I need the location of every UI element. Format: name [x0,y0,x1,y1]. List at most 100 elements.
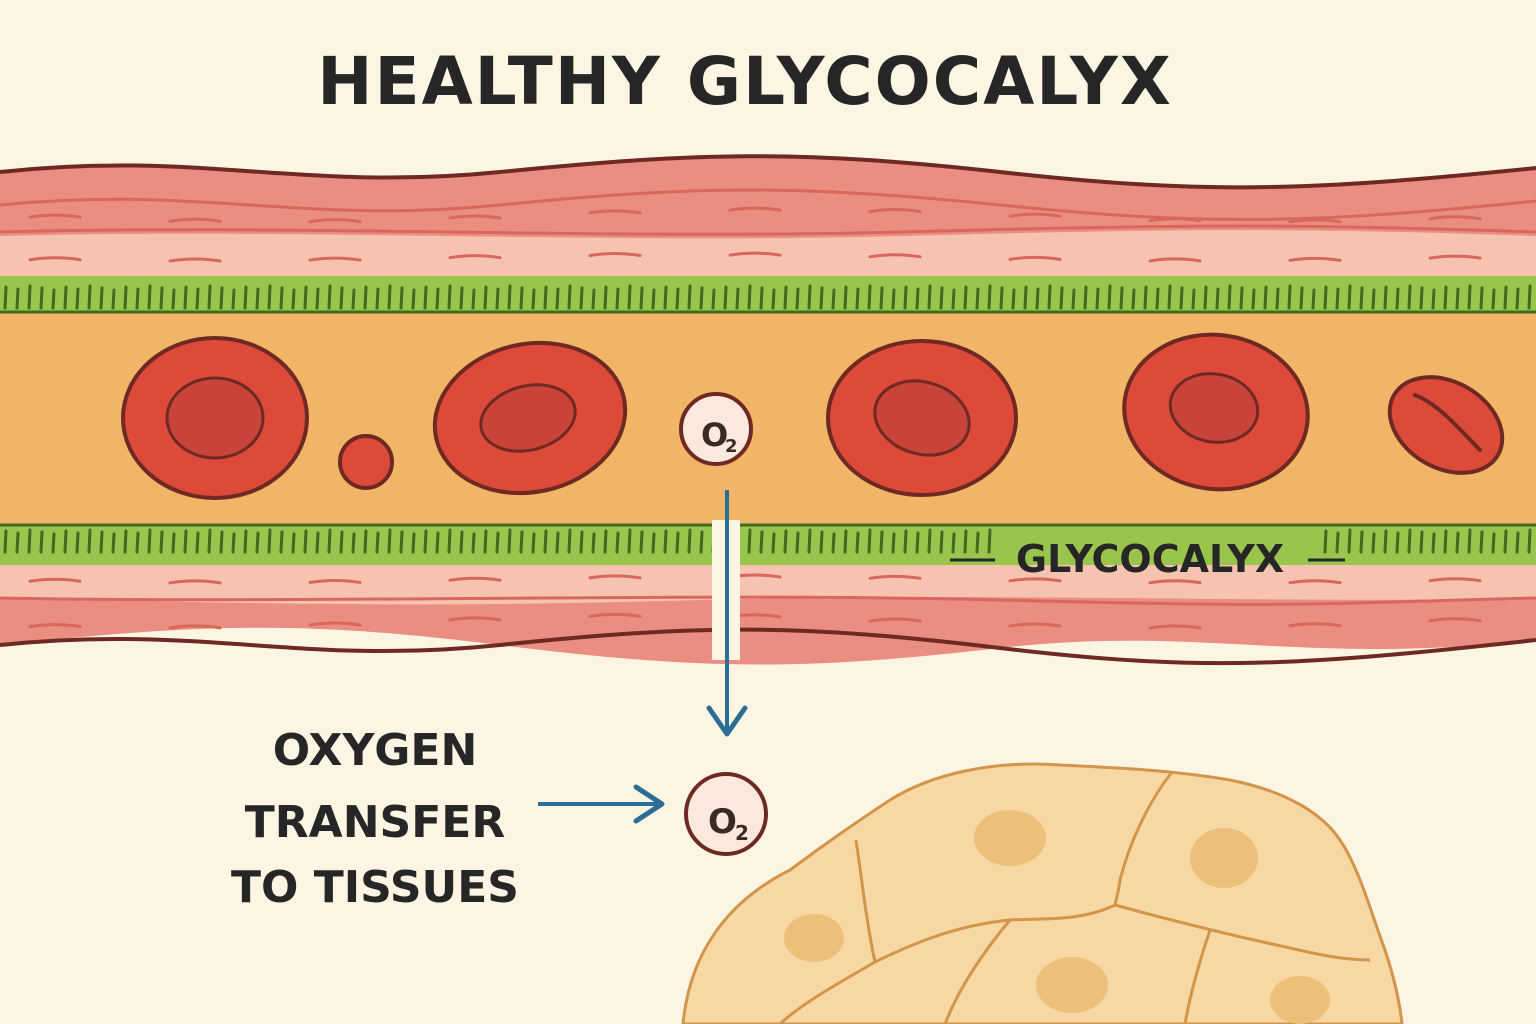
glycocalyx-strand [51,532,56,554]
glycocalyx-strand [1335,531,1340,554]
page-title: HEALTHY GLYCOCALYX [317,43,1172,120]
glycocalyx-strand [1323,529,1328,554]
glycocalyx-strand [1527,284,1532,310]
glycocalyx-strand [327,528,332,554]
glycocalyx-strand [1119,286,1124,310]
glycocalyx-strand [231,532,236,554]
glycocalyx-strand [471,288,476,310]
glycocalyx-strand [219,530,224,554]
glycocalyx-strand [603,529,608,554]
glycocalyx-strand [99,286,104,310]
glycocalyx-strand [183,285,188,310]
glycocalyx-strand [483,285,488,310]
red-blood-cell [432,340,628,496]
red-blood-cell-tilted [1387,375,1505,475]
glycocalyx-strand [951,288,956,310]
glycocalyx-strand [1143,285,1148,310]
tissue-nucleus [784,914,844,962]
glycocalyx-strand [639,530,644,554]
wall-fiber [448,576,502,582]
glycocalyx-strand [351,532,356,554]
wall-fiber [1428,254,1482,260]
o2-main: O [708,802,737,842]
glycocalyx-strand [555,531,560,554]
glycocalyx-strand [939,286,944,310]
glycocalyx-strand [951,532,956,554]
glycocalyx-strand [1155,287,1160,310]
glycocalyx-strand [1419,286,1424,310]
wall-fiber [1148,217,1202,223]
glycocalyx-strand [27,528,32,554]
wall-fiber [28,623,82,629]
glycocalyx-strand [327,284,332,310]
glycocalyx-strand [507,528,512,554]
glycocalyx-strand [495,287,500,310]
wall-fiber [1148,257,1202,263]
glycocalyx-strand [903,285,908,310]
glycocalyx-strand [567,528,572,554]
bottom-vessel-wall [0,555,1536,665]
glycocalyx-strand [1515,531,1520,554]
glycocalyx-strand [3,529,8,554]
glycocalyx-strand [915,287,920,310]
glycocalyx-strand [303,285,308,310]
glycocalyx-strand [75,287,80,310]
glycocalyx-strand [579,286,584,310]
wall-fiber [868,617,922,623]
glycocalyx-strand [375,287,380,310]
glycocalyx-strand [1071,288,1076,310]
tissue-nucleus [1036,957,1108,1013]
glycocalyx-strand [15,287,20,310]
glycocalyx-strand [1035,287,1040,310]
tissue-nucleus [1270,976,1330,1024]
wall-fiber [588,574,642,580]
glycocalyx-strand [795,531,800,554]
top-vessel-wall [0,156,1536,282]
glycocalyx-strand [1431,532,1436,554]
glycocalyx-strand [195,287,200,310]
wall-fiber [1288,622,1342,628]
glycocalyx-strand [375,531,380,554]
glycocalyx-strand [603,285,608,310]
o2-main: O [701,416,728,454]
glycocalyx-strand [1479,530,1484,554]
wall-fiber [1008,622,1062,628]
o2-sub: 2 [735,821,749,845]
red-blood-cell [121,336,309,500]
glycocalyx-strand [411,532,416,554]
glycocalyx-strand [51,288,56,310]
tissue-nucleus [974,810,1046,866]
glycocalyx-strand [843,529,848,554]
glycocalyx-strand [639,286,644,310]
glycocalyx-strand [1023,285,1028,310]
wall-fiber [868,574,922,580]
glycocalyx-strand [1167,284,1172,310]
glycocalyx-strand [1239,286,1244,310]
oxygen-transfer-label: OXYGEN TRANSFER TO TISSUES [231,725,519,913]
wall-fiber [308,621,362,627]
glycocalyx-strand [687,528,692,554]
glycocalyx-strand [1419,530,1424,554]
wall-fiber [1288,256,1342,262]
glycocalyx-strand [471,532,476,554]
wall-fiber [1008,255,1062,261]
glycocalyx-strand [1011,288,1016,310]
glycocalyx-strand [39,530,44,554]
glycocalyx-strand [807,284,812,310]
glycocalyx-strand [987,528,992,554]
glycocalyx-strand [1179,286,1184,310]
glycocalyx-strand [3,285,8,310]
glycocalyx-strand [747,284,752,310]
glycocalyx-strand [735,287,740,310]
glycocalyx-strand [783,529,788,554]
glycocalyx-strand [1395,287,1400,310]
glycocalyx-strand [627,284,632,310]
glycocalyx-strand [315,531,320,554]
tissue-nucleus [1190,828,1258,888]
top-glycocalyx [0,276,1536,312]
glycocalyx-strand [1431,288,1436,310]
glycocalyx-strand [867,528,872,554]
glycocalyx-strand [207,284,212,310]
glycocalyx-strand [279,286,284,310]
